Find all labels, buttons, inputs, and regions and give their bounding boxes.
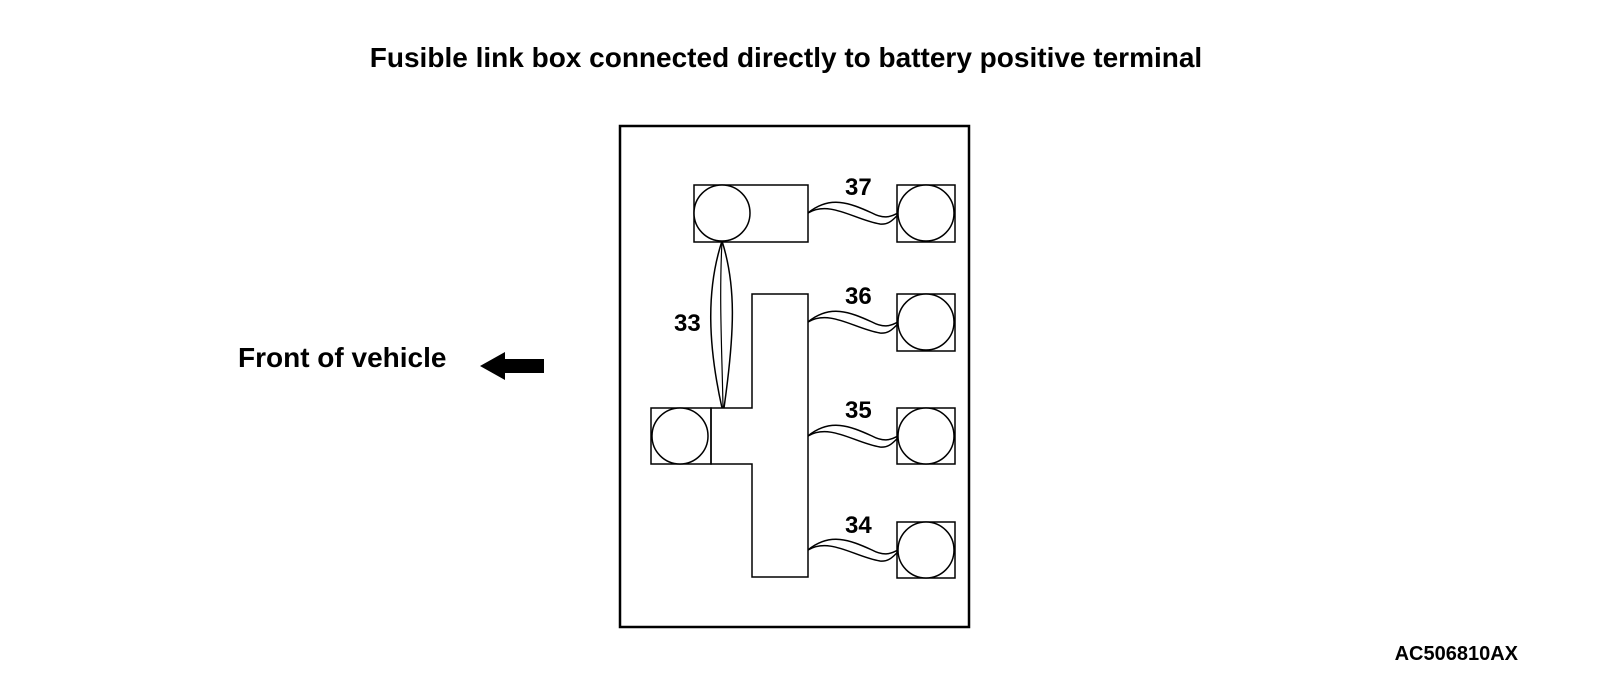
fusible-link-35 xyxy=(807,407,956,465)
figure-code: AC506810AX xyxy=(1394,643,1518,665)
fusible-link-36 xyxy=(807,293,956,352)
front-of-vehicle-label: Front of vehicle xyxy=(238,342,447,373)
bus-bar xyxy=(710,293,809,578)
top-terminal-bolt xyxy=(693,184,751,242)
fusible-link-label-33: 33 xyxy=(674,310,701,337)
left-arrow-icon xyxy=(480,352,544,380)
battery-terminal-bolt xyxy=(651,407,709,465)
fusible-link-label-37: 37 xyxy=(845,174,872,201)
fusible-link-label-34: 34 xyxy=(845,512,872,539)
fusible-link-37 xyxy=(807,184,956,243)
fusible-link-33 xyxy=(710,240,734,409)
fusible-link-label-35: 35 xyxy=(845,397,872,424)
fusible-link-34 xyxy=(807,521,956,579)
fusible-link-box-outline xyxy=(618,124,971,629)
fusible-link-label-36: 36 xyxy=(845,283,872,310)
diagram-title: Fusible link box connected directly to b… xyxy=(369,42,1203,73)
